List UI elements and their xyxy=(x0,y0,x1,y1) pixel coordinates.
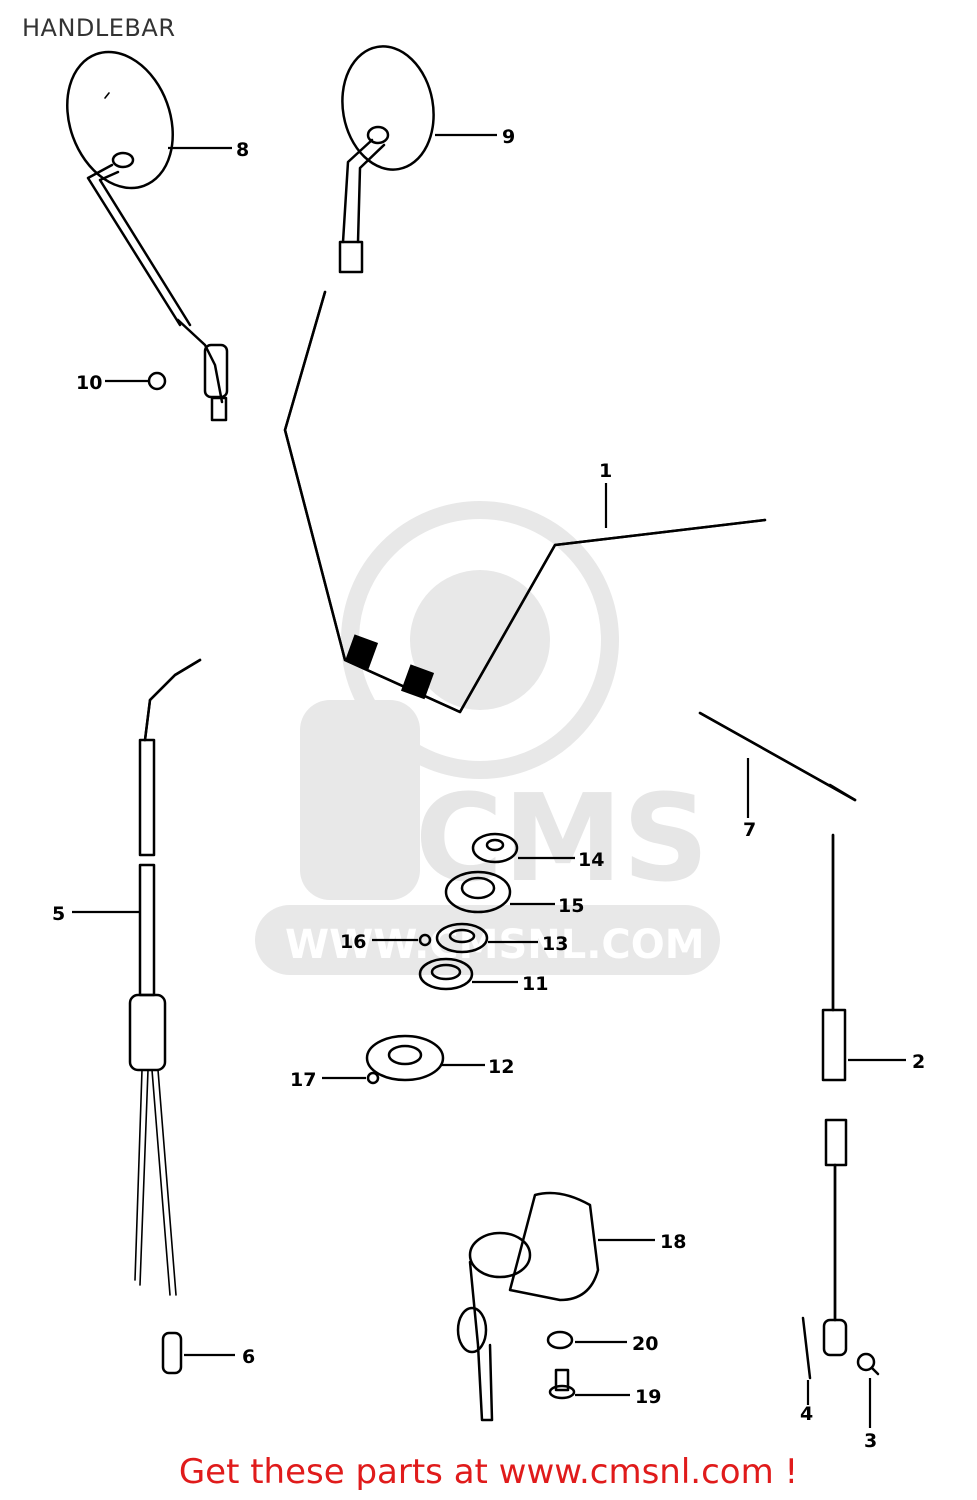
page-title: HANDLEBAR xyxy=(22,14,176,42)
throttle-cable xyxy=(128,658,202,1296)
handlebar xyxy=(283,290,767,714)
watermark: CMS WWW.CMSNL.COM xyxy=(255,501,720,975)
callouts: 8 9 10 1 7 5 14 15 16 13 11 12 17 2 18 2… xyxy=(52,126,925,1452)
callout-16: 16 xyxy=(340,931,366,953)
callout-8: 8 xyxy=(236,139,249,161)
callout-3: 3 xyxy=(864,1430,877,1452)
callout-9: 9 xyxy=(502,126,515,148)
callout-6: 6 xyxy=(242,1346,255,1368)
pin-4 xyxy=(801,1316,812,1380)
ball-17 xyxy=(366,1071,380,1085)
ball-16 xyxy=(418,933,432,947)
callout-10: 10 xyxy=(76,372,102,394)
callout-14: 14 xyxy=(578,849,604,871)
cable-cap-6 xyxy=(161,1331,183,1375)
callout-18: 18 xyxy=(660,1231,686,1253)
watermark-logo: CMS xyxy=(415,770,709,909)
washer-11 xyxy=(418,957,474,991)
callout-15: 15 xyxy=(558,895,584,917)
callout-19: 19 xyxy=(635,1386,661,1408)
bolt-3 xyxy=(856,1352,880,1376)
nut-10 xyxy=(147,371,167,391)
nut-20 xyxy=(546,1330,574,1350)
callout-20: 20 xyxy=(632,1333,658,1355)
ignition-switch xyxy=(456,1191,600,1422)
callout-11: 11 xyxy=(522,973,548,995)
callout-4: 4 xyxy=(800,1403,813,1425)
clutch-cable xyxy=(821,833,848,1357)
callout-12: 12 xyxy=(488,1056,514,1078)
grommet-12 xyxy=(365,1034,445,1082)
callout-1: 1 xyxy=(599,460,612,482)
callout-2: 2 xyxy=(912,1051,925,1073)
callout-5: 5 xyxy=(52,903,65,925)
callout-13: 13 xyxy=(542,933,568,955)
right-mirror xyxy=(338,45,435,274)
watermark-url: WWW.CMSNL.COM xyxy=(285,922,705,968)
callout-17: 17 xyxy=(290,1069,316,1091)
left-mirror xyxy=(66,50,229,422)
bushing-14 xyxy=(471,832,519,864)
rod-7 xyxy=(698,711,857,802)
leader-lines xyxy=(72,133,906,1428)
callout-7: 7 xyxy=(743,819,756,841)
screw-19 xyxy=(548,1368,576,1400)
bushing-15 xyxy=(444,870,512,914)
washer-13 xyxy=(435,922,489,954)
footer-link[interactable]: Get these parts at www.cmsnl.com ! xyxy=(178,1452,799,1492)
